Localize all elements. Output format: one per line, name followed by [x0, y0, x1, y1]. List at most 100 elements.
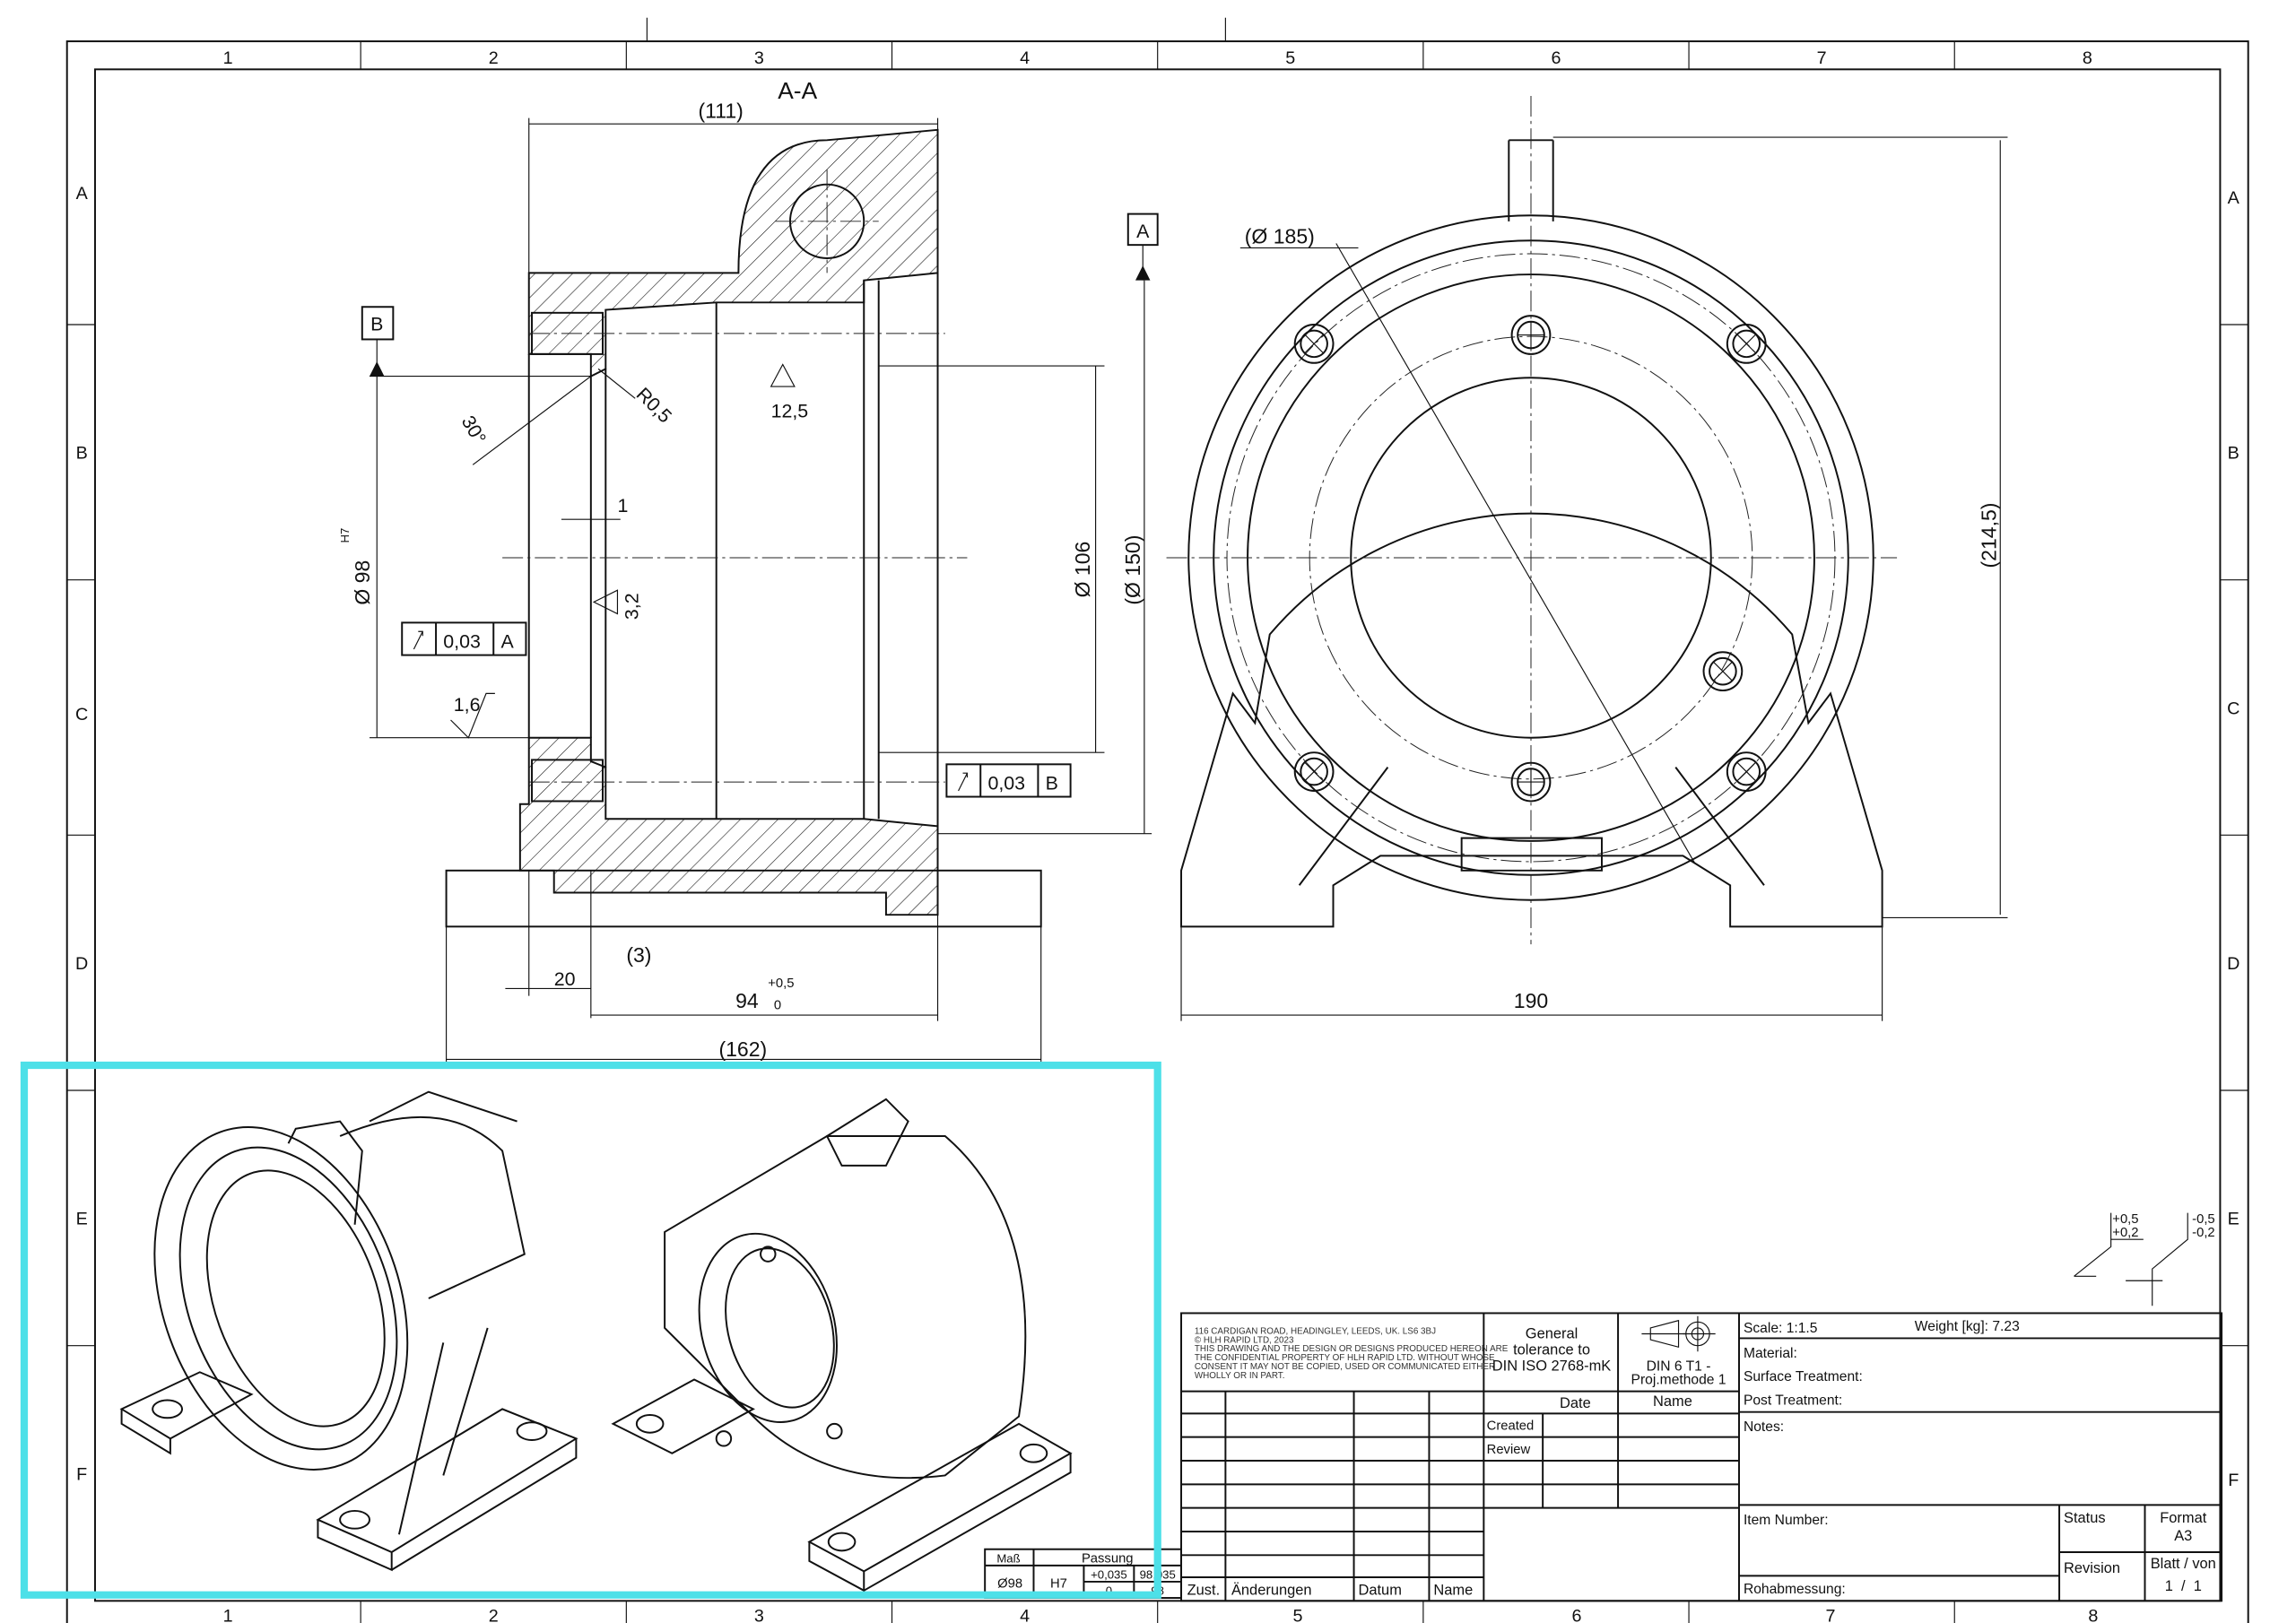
row-label: E — [76, 1210, 88, 1229]
row-label: C — [75, 705, 88, 725]
dim-30deg: 30° — [457, 412, 491, 447]
row-label: A — [76, 184, 89, 204]
col-label: 7 — [1826, 1606, 1836, 1623]
company-text-line: WHOLLY OR IN PART. — [1195, 1371, 1285, 1381]
svg-text:0,03: 0,03 — [443, 630, 481, 652]
dim-3: (3) — [626, 943, 651, 967]
svg-text:Post Treatment:: Post Treatment: — [1744, 1393, 1842, 1408]
col-label: 4 — [1020, 1606, 1030, 1623]
title-block: 116 CARDIGAN ROAD, HEADINGLEY, LEEDS, UK… — [1180, 1312, 2223, 1602]
bolt-hole — [1293, 324, 1335, 364]
svg-text:0: 0 — [1106, 1584, 1112, 1598]
svg-text:Passung: Passung — [1082, 1552, 1134, 1567]
projection-method-icon — [1641, 1315, 1716, 1352]
svg-text:Zust.: Zust. — [1187, 1583, 1221, 1599]
bolt-hole — [1510, 315, 1552, 355]
svg-text:Status: Status — [2064, 1510, 2106, 1526]
dim-h7: H7 — [338, 528, 352, 543]
bolt-hole — [1726, 751, 1767, 792]
svg-text:Revision: Revision — [2064, 1560, 2120, 1576]
dim-d106: Ø 106 — [1071, 542, 1094, 598]
dim-94: 94 — [735, 989, 759, 1012]
svg-text:Review: Review — [1487, 1443, 1531, 1457]
row-label: C — [2227, 699, 2239, 718]
dim-190: 190 — [1514, 989, 1548, 1012]
col-label: 3 — [754, 48, 764, 68]
svg-text:0,03: 0,03 — [987, 772, 1025, 794]
row-label: A — [2228, 188, 2240, 208]
roughness-12-5: 12,5 — [771, 401, 809, 422]
row-label: E — [2228, 1210, 2239, 1229]
dim-111: (111) — [698, 100, 743, 123]
svg-text:Created: Created — [1487, 1419, 1535, 1433]
row-label: F — [2228, 1471, 2239, 1490]
tolerance-symbols: +0,5 +0,2 -0,5 -0,2 — [2074, 1212, 2215, 1306]
datum-a: A — [1136, 221, 1150, 242]
col-label: 7 — [1817, 48, 1827, 68]
row-label: D — [2227, 954, 2239, 974]
roughness-3-2: 3,2 — [621, 593, 642, 620]
svg-text:Rohabmessung:: Rohabmessung: — [1744, 1582, 1846, 1597]
col-label: 6 — [1572, 1606, 1582, 1623]
svg-text:A3: A3 — [2174, 1528, 2192, 1544]
section-title: A-A — [778, 77, 817, 104]
company-text-line: CONSENT IT MAY NOT BE COPIED, USED OR CO… — [1195, 1362, 1495, 1372]
svg-text:Name: Name — [1433, 1583, 1473, 1599]
col-label: 2 — [489, 1606, 499, 1623]
fit-table: Maß Passung Ø98 H7 +0,035 0 98,035 98 — [984, 1548, 1183, 1600]
bolt-hole — [1702, 651, 1744, 692]
col-label: 6 — [1551, 48, 1561, 68]
drawing-frame — [65, 17, 2249, 1623]
dim-94-tol-upper: +0,5 — [768, 976, 794, 991]
row-label: D — [75, 954, 88, 974]
bolt-hole — [1510, 761, 1552, 803]
svg-text:Proj.methode 1: Proj.methode 1 — [1631, 1372, 1726, 1387]
svg-text:-0,2: -0,2 — [2192, 1226, 2214, 1240]
svg-text:Name: Name — [1653, 1393, 1692, 1410]
company-text-line: THE CONFIDENTIAL PROPERTY OF HLH RAPID L… — [1195, 1353, 1495, 1363]
svg-text:Format: Format — [2160, 1510, 2206, 1526]
svg-text:Maß: Maß — [996, 1552, 1020, 1566]
row-labels: A B C D E F A B C D E F — [75, 184, 2240, 1490]
dim-1: 1 — [617, 495, 628, 516]
svg-text:Item Number:: Item Number: — [1744, 1513, 1829, 1528]
row-label: B — [76, 444, 88, 464]
col-label: 4 — [1020, 48, 1030, 68]
dim-d98: Ø 98 — [351, 560, 374, 605]
bolt-hole — [1726, 324, 1767, 364]
isometric-view-left — [119, 1090, 578, 1572]
svg-text:+0,2: +0,2 — [2112, 1226, 2138, 1240]
row-label: B — [2228, 444, 2239, 464]
svg-text:Weight [kg]: 7.23: Weight [kg]: 7.23 — [1915, 1319, 2020, 1334]
col-label: 5 — [1285, 48, 1295, 68]
svg-text:Material:: Material: — [1744, 1346, 1797, 1361]
svg-text:+0,035: +0,035 — [1091, 1568, 1127, 1582]
svg-text:tolerance to: tolerance to — [1513, 1342, 1590, 1358]
company-text-line: 116 CARDIGAN ROAD, HEADINGLEY, LEEDS, UK… — [1195, 1326, 1436, 1336]
dim-20: 20 — [554, 968, 576, 990]
column-labels-bottom: 1 2 3 4 5 6 7 8 — [223, 1606, 2099, 1623]
dim-214-5: (214,5) — [1977, 503, 2000, 568]
svg-text:Scale: 1:1.5: Scale: 1:1.5 — [1744, 1321, 1818, 1336]
roughness-1-6: 1,6 — [454, 694, 481, 716]
isometric-view-right — [611, 1098, 1073, 1593]
col-label: 3 — [754, 1606, 764, 1623]
column-labels-top: 1 2 3 4 5 6 7 8 — [223, 48, 2092, 68]
col-label: 5 — [1293, 1606, 1303, 1623]
svg-text:DIN 6 T1 -: DIN 6 T1 - — [1647, 1359, 1711, 1375]
front-view: (Ø 185) (214,5) 190 — [1166, 95, 2008, 1021]
dim-94-tol-lower: 0 — [774, 998, 781, 1012]
svg-text:Notes:: Notes: — [1744, 1419, 1784, 1435]
svg-text:B: B — [1046, 772, 1058, 794]
svg-text:Date: Date — [1560, 1395, 1591, 1411]
svg-text:Änderungen: Änderungen — [1231, 1583, 1312, 1599]
svg-text:+0,5: +0,5 — [2112, 1212, 2138, 1227]
svg-text:Datum: Datum — [1358, 1583, 1401, 1599]
datum-b: B — [370, 314, 383, 335]
col-label: 1 — [223, 1606, 233, 1623]
col-label: 8 — [2088, 1606, 2098, 1623]
row-label: F — [76, 1464, 87, 1484]
feature-control-frame-runout-b: 0,03 B — [945, 763, 1072, 798]
col-label: 8 — [2083, 48, 2092, 68]
selection-highlight — [20, 1061, 1161, 1599]
